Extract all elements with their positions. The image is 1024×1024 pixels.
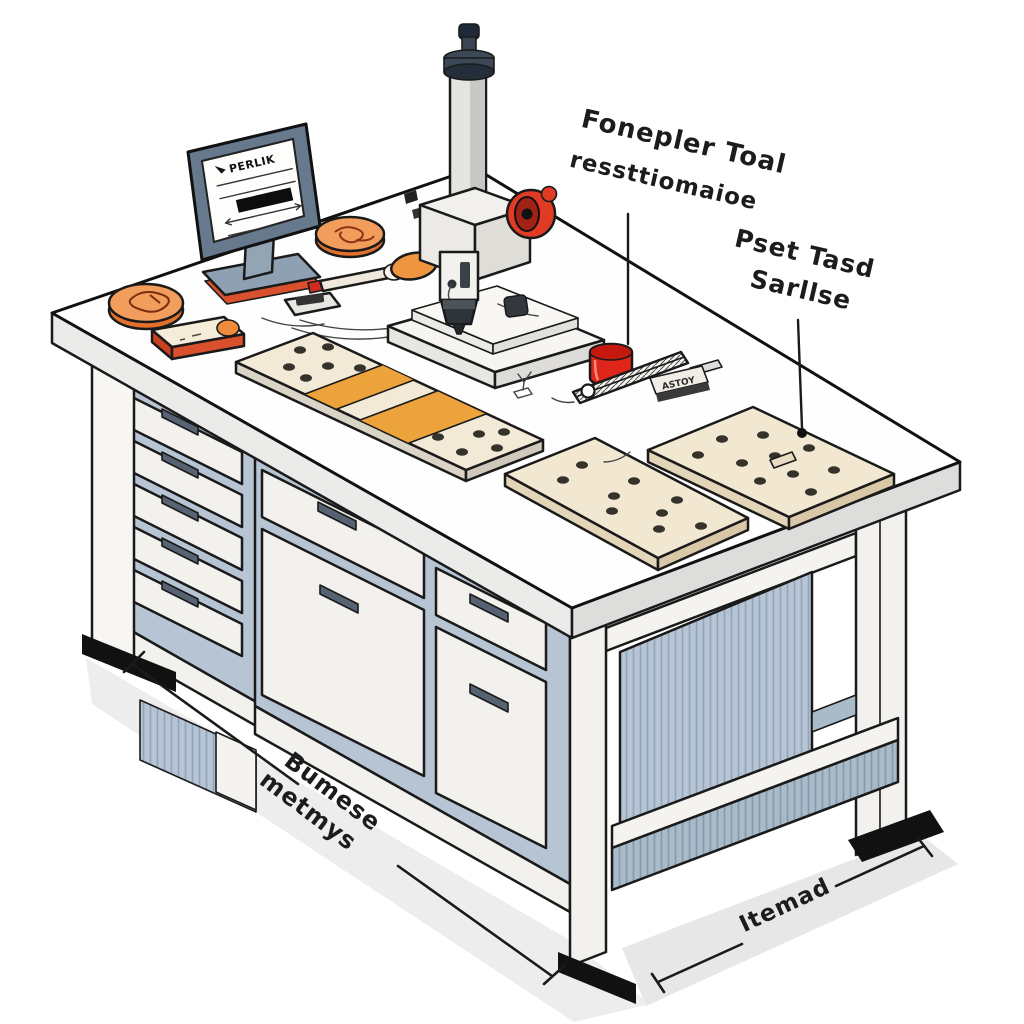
drawer bbox=[434, 625, 548, 850]
plate-holes bbox=[692, 431, 840, 496]
small-drawer-stack bbox=[116, 388, 244, 658]
stamp-tool: ASTOY bbox=[649, 359, 723, 402]
drill-handwheel bbox=[505, 185, 558, 240]
whetstone-bar bbox=[150, 315, 246, 361]
drawer bbox=[434, 566, 548, 672]
plate-slot bbox=[769, 451, 797, 469]
drawer-handle bbox=[161, 537, 199, 565]
drawer-handle bbox=[317, 501, 357, 531]
monitor: PERLIK bbox=[186, 122, 323, 305]
panel-rail-sliver bbox=[811, 694, 857, 733]
orange-disc-left bbox=[107, 282, 185, 331]
drill-press bbox=[386, 23, 606, 390]
perforated-plate-front bbox=[503, 436, 750, 572]
bench-front-face bbox=[93, 365, 572, 914]
front-corner-post bbox=[568, 602, 608, 968]
base-knob bbox=[503, 294, 529, 318]
front-corner-foot bbox=[558, 952, 636, 1004]
leader-line-plate bbox=[796, 318, 804, 430]
sketch-marks bbox=[512, 371, 575, 404]
drawer-handle bbox=[319, 584, 359, 614]
file-tool bbox=[571, 350, 690, 405]
right-rear-leg bbox=[854, 499, 908, 857]
drawer bbox=[260, 527, 426, 778]
leader-dot bbox=[797, 428, 807, 438]
bench-right-side bbox=[604, 499, 944, 892]
large-drawers bbox=[260, 468, 548, 850]
striped-gauge-strip bbox=[234, 331, 545, 483]
drawer-handle bbox=[161, 580, 199, 608]
drill-head-left-lever bbox=[404, 190, 418, 204]
right-lower-rail-front bbox=[610, 738, 900, 892]
plate-holes bbox=[557, 461, 707, 533]
bench-left-lower-frame bbox=[139, 699, 257, 813]
front-left-leg bbox=[90, 338, 136, 660]
perforated-plate-right bbox=[646, 405, 896, 531]
drawer-handle bbox=[161, 408, 199, 436]
drawer-handle bbox=[161, 451, 199, 479]
orange-disc-right bbox=[314, 215, 386, 259]
drawer-handle bbox=[469, 683, 509, 713]
right-rear-foot bbox=[848, 810, 944, 862]
drawer bbox=[116, 517, 244, 615]
drawer-handle bbox=[469, 593, 509, 623]
plane-tool bbox=[261, 291, 393, 340]
strip-holes bbox=[283, 343, 510, 456]
handwheel-knob bbox=[540, 185, 558, 203]
drawer-handle bbox=[161, 494, 199, 522]
